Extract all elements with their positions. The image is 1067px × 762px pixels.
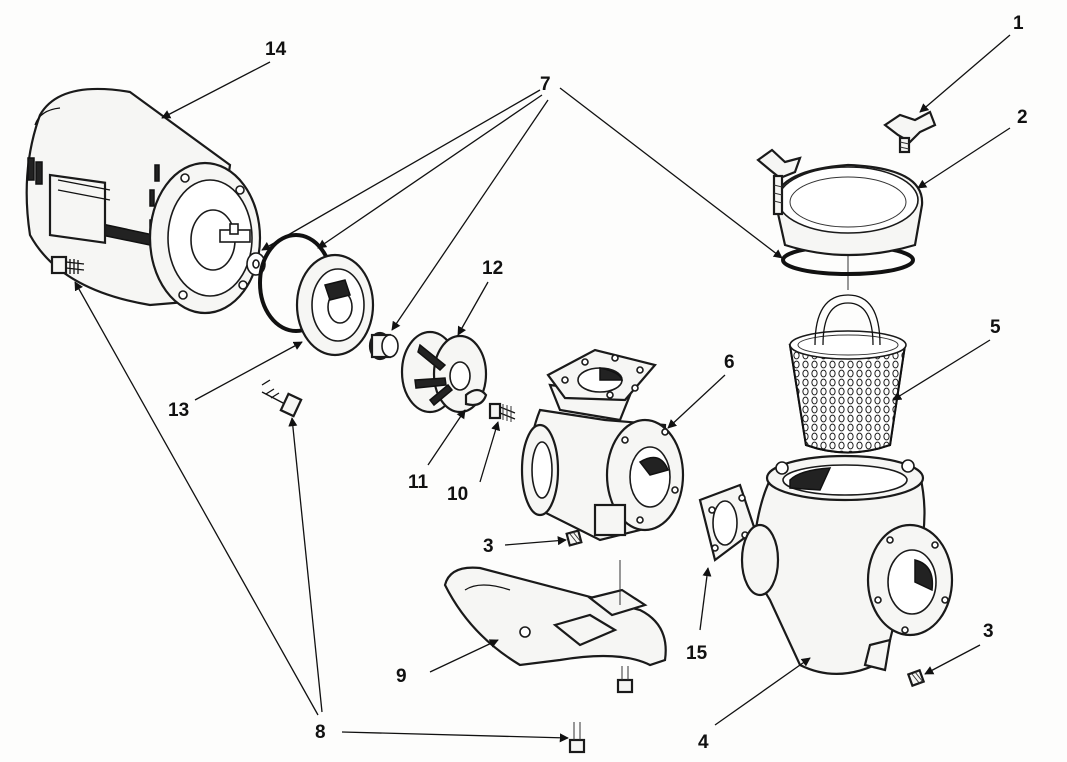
callout-7: 7	[540, 74, 551, 95]
callout-3-right: 3	[983, 621, 994, 642]
strainer-housing-part-4	[740, 454, 954, 675]
strainer-basket-part-5	[788, 250, 907, 454]
base-bolt	[616, 666, 634, 694]
seal-part-7	[368, 331, 399, 361]
callout-12: 12	[482, 258, 503, 279]
callout-4: 4	[698, 732, 709, 753]
callout-15: 15	[686, 643, 708, 664]
callout-8: 8	[315, 722, 326, 743]
callout-10: 10	[447, 484, 468, 505]
callout-5: 5	[990, 317, 1001, 338]
base-part-9	[443, 560, 667, 667]
motor-bolt	[50, 255, 85, 275]
screw-part-8	[261, 379, 303, 418]
leader-lines	[74, 34, 1011, 743]
drain-plug-part-3	[565, 529, 583, 547]
impeller-screw-part-10	[488, 402, 516, 422]
cone-part-11	[464, 388, 488, 407]
knob-part-1	[883, 110, 937, 154]
callout-9: 9	[396, 666, 407, 687]
callout-6: 6	[724, 352, 735, 373]
callout-2: 2	[1017, 107, 1028, 128]
gasket-part-15	[698, 483, 757, 562]
base-bolt	[568, 722, 586, 754]
callout-11: 11	[408, 472, 429, 493]
lid-part-2	[756, 148, 924, 257]
motor-part-14	[25, 87, 262, 315]
drain-plug-part-3	[906, 668, 926, 688]
callout-3-left: 3	[483, 536, 494, 557]
volute-housing-part-6	[520, 348, 685, 542]
seal-plate-part-13	[295, 253, 375, 357]
callout-13: 13	[168, 400, 189, 421]
callout-14: 14	[265, 39, 287, 60]
callout-1: 1	[1013, 13, 1024, 34]
